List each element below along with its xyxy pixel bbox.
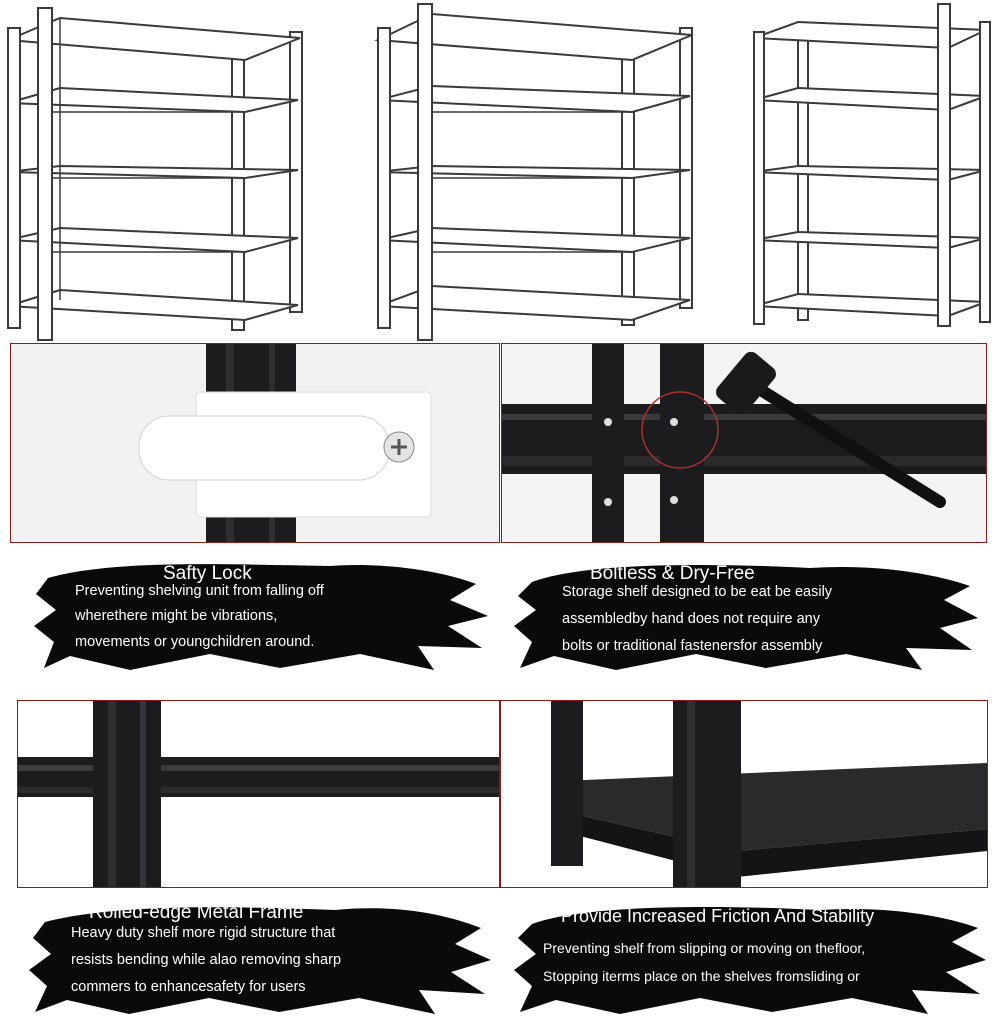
frame-icon (93, 701, 161, 887)
feature-title-boltless: Boltless & Dry-Free (590, 563, 755, 584)
feature-desc-line: wherethere might be vibrations, (75, 608, 278, 624)
shelving-unit-drawing-2 (374, 3, 693, 341)
brush-stroke-4 (514, 906, 986, 1014)
shelf-icon (551, 701, 987, 887)
shelving-unit-drawing-3 (753, 3, 991, 327)
shelf-friction-photo (500, 700, 988, 888)
feature-desc-line: assembledby hand does not require any (562, 611, 820, 627)
shelving-unit-drawing-1 (7, 7, 303, 341)
feature-title-safety-lock: Safty Lock (163, 563, 252, 584)
feature-title-rolled-edge: Rolled-edge Metal Frame (89, 902, 304, 923)
feature-desc-line: commers to enhancesafety for users (71, 979, 306, 995)
rolled-edge-frame-photo (17, 700, 500, 888)
feature-desc-line: Heavy duty shelf more rigid structure th… (71, 925, 336, 941)
safety-lock-photo (10, 343, 500, 543)
feature-desc-line: Preventing shelving unit from falling of… (75, 583, 324, 599)
feature-title-friction: Provide Increased Friction And Stability (561, 906, 875, 926)
feature-desc-line: Storage shelf designed to be eat be easi… (562, 584, 833, 600)
boltless-assembly-photo (501, 343, 987, 543)
feature-desc-line: resists bending while alao removing shar… (71, 952, 342, 968)
brush-stroke-2 (514, 564, 978, 670)
feature-desc-line: Preventing shelf from slipping or moving… (543, 940, 866, 956)
feature-desc-line: bolts or traditional fastenersfor assemb… (562, 638, 823, 654)
feature-desc-line: Stopping iterms place on the shelves fro… (543, 968, 860, 984)
brush-stroke-3 (29, 907, 491, 1014)
feature-desc-line: movements or youngchildren around. (75, 634, 315, 650)
brush-stroke-1 (34, 564, 488, 670)
screw-icon (383, 431, 415, 463)
hammer-icon (716, 351, 946, 508)
